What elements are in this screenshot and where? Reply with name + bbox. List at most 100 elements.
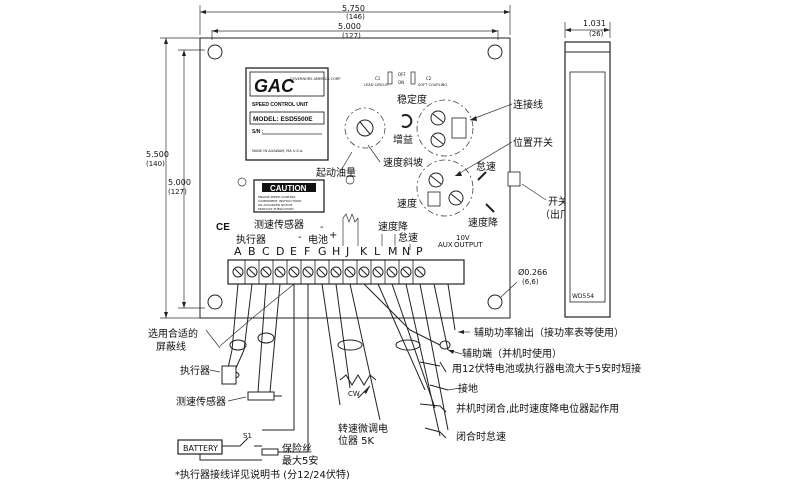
svg-text:-: - bbox=[320, 222, 324, 233]
serial-text: S/N : bbox=[252, 129, 264, 135]
callout-idle: 怠速 bbox=[476, 160, 496, 173]
model-text: MODEL: ESD5500E bbox=[253, 116, 313, 123]
terminal-letter: M bbox=[388, 245, 398, 258]
note-footnote: *执行器接线详见说明书 (分12/24伏特) bbox=[175, 468, 350, 481]
dim-top-inner: 5.000 bbox=[338, 22, 361, 31]
dim-hole: Ø0.266 bbox=[518, 267, 547, 277]
dim-top-inner-mm: (127) bbox=[342, 32, 361, 40]
label-output: OUTPUT bbox=[454, 241, 483, 249]
note-cw: CW bbox=[348, 390, 360, 398]
note-speed-sensor: 测速传感器 bbox=[176, 395, 226, 408]
terminal-letter: C bbox=[262, 245, 270, 258]
terminal-letter: A bbox=[234, 245, 242, 258]
dim-side-width: 1.031 bbox=[583, 19, 606, 28]
callout-droop: 速度降 bbox=[468, 216, 498, 229]
terminal-screw-slot bbox=[388, 268, 396, 276]
svg-text:LEAD CIRCUIT: LEAD CIRCUIT bbox=[364, 83, 390, 87]
svg-text:SOFT COUPLING: SOFT COUPLING bbox=[418, 83, 447, 87]
terminal-letter: N bbox=[402, 245, 410, 258]
terminal-letter: J bbox=[345, 245, 349, 258]
terminal-screw-slot bbox=[374, 268, 382, 276]
terminal-screw-slot bbox=[234, 268, 242, 276]
note-shielded-1: 选用合适的 bbox=[148, 327, 198, 340]
terminal-letter: F bbox=[304, 245, 310, 258]
dim-left-inner-mm: (127) bbox=[168, 188, 187, 196]
dim-top-outer-mm: (146) bbox=[346, 13, 365, 21]
label-panel: GAC GOVERNORS AMERICA CORP SPEED CONTROL… bbox=[245, 67, 340, 161]
note-trim-pot-2: 位器 5K bbox=[338, 434, 375, 447]
terminal-screw-slot bbox=[290, 268, 298, 276]
note-short: 用12伏特电池或执行器电流大于5安时短接 bbox=[452, 362, 641, 375]
note-shielded-2: 屏蔽线 bbox=[156, 340, 186, 353]
hole-callout: Ø0.266 (6,6) WD554 bbox=[499, 267, 594, 300]
dim-top-outer: 5.750 bbox=[342, 4, 365, 13]
note-aux-power: 辅助功率输出（接功率表等使用） bbox=[474, 326, 624, 339]
svg-text:+: + bbox=[329, 230, 337, 241]
svg-text:ON: ON bbox=[398, 80, 404, 85]
made-in-text: MADE IN AGAWAM, MA U.S.A. bbox=[252, 149, 303, 153]
terminal-screw-slot bbox=[262, 268, 270, 276]
label-battery-group: 电池 bbox=[308, 233, 328, 246]
caution-line-2: COMPONENT. INSTRUCTIONS bbox=[258, 199, 302, 203]
callout-jumper: 连接线 bbox=[513, 98, 543, 111]
label-10v: 10V bbox=[456, 234, 470, 242]
wd-code: WD554 bbox=[572, 293, 594, 300]
ce-mark: CE bbox=[216, 222, 230, 233]
callout-speed: 速度 bbox=[397, 197, 417, 210]
terminal-letter: E bbox=[290, 245, 297, 258]
note-idle-closed: 闭合时怠速 bbox=[456, 430, 506, 443]
svg-text:-: - bbox=[298, 232, 302, 243]
dip-switch-area: C1 LEAD CIRCUIT OFF ON C2 SOFT COUPLING bbox=[364, 71, 447, 87]
note-aux-terminal: 辅助端（并机时使用） bbox=[462, 347, 562, 360]
logo-small: GOVERNORS AMERICA CORP bbox=[290, 77, 340, 81]
caution-line-3: OR ADVANCED NOTICE bbox=[258, 203, 293, 207]
terminal-screw-slot bbox=[402, 268, 410, 276]
note-fuse-1: 保险丝 bbox=[282, 442, 312, 455]
label-gain: 增益 bbox=[393, 133, 413, 146]
label-actuator-group: 执行器 bbox=[236, 233, 266, 246]
note-fuse-2: 最大5安 bbox=[282, 454, 318, 467]
svg-text:C2: C2 bbox=[426, 76, 432, 81]
top-dimensions: 5.750 (146) 5.000 (127) bbox=[199, 4, 511, 40]
note-battery: BATTERY bbox=[183, 444, 218, 453]
note-s1: S1 bbox=[243, 432, 252, 440]
terminal-group-labels: 测速传感器 执行器 电池 - + - 速度降 怠速 AUX 10V OUTPUT bbox=[236, 213, 483, 250]
label-aux: AUX bbox=[438, 241, 453, 249]
wiring-notes: 选用合适的 屏蔽线 执行器 测速传感器 BATTERY S1 保险丝 最大5安 … bbox=[148, 326, 641, 481]
terminal-letter: B bbox=[248, 245, 256, 258]
label-stability: 稳定度 bbox=[397, 93, 427, 106]
terminal-screw-slot bbox=[248, 268, 256, 276]
terminal-letter: P bbox=[416, 245, 423, 258]
terminal-letter: G bbox=[318, 245, 327, 258]
label-idle: 怠速 bbox=[398, 231, 418, 244]
label-droop: 速度降 bbox=[378, 220, 408, 233]
svg-text:C1: C1 bbox=[375, 76, 381, 81]
dim-side-width-mm: (26) bbox=[589, 30, 604, 38]
terminal-screw-slot bbox=[318, 268, 326, 276]
caution-line-4: PRODUCT PUBLICATION bbox=[258, 207, 294, 211]
terminal-screw-slot bbox=[346, 268, 354, 276]
caution-panel: CAUTION ENGINE SPEED CONTROL COMPONENT. … bbox=[253, 179, 325, 213]
caution-title: CAUTION bbox=[270, 184, 307, 193]
potentiometers: 稳定度 增益 起动油量 速度斜坡 bbox=[316, 93, 521, 217]
side-view: 1.031 (26) bbox=[564, 19, 611, 318]
note-actuator: 执行器 bbox=[180, 364, 210, 377]
dim-left-outer: 5.500 bbox=[146, 150, 169, 159]
terminal-letter: H bbox=[332, 245, 340, 258]
logo-gac: GAC bbox=[254, 76, 295, 96]
dim-hole-mm: (6,6) bbox=[522, 278, 539, 286]
terminal-letter: K bbox=[360, 245, 368, 258]
terminal-screw-slot bbox=[304, 268, 312, 276]
controller-board bbox=[199, 37, 511, 319]
label-sensor-group: 测速传感器 bbox=[254, 218, 304, 231]
note-ground: 接地 bbox=[458, 382, 478, 395]
terminal-screw-slot bbox=[332, 268, 340, 276]
label-speed-ramp: 速度斜坡 bbox=[383, 156, 423, 169]
note-parallel: 并机时闭合,此时速度降电位器起作用 bbox=[456, 402, 619, 415]
terminal-screw-slot bbox=[360, 268, 368, 276]
label-start-fuel: 起动油量 bbox=[316, 166, 356, 179]
terminal-screw-slot bbox=[276, 268, 284, 276]
note-trim-pot-1: 转速微调电 bbox=[338, 422, 388, 435]
